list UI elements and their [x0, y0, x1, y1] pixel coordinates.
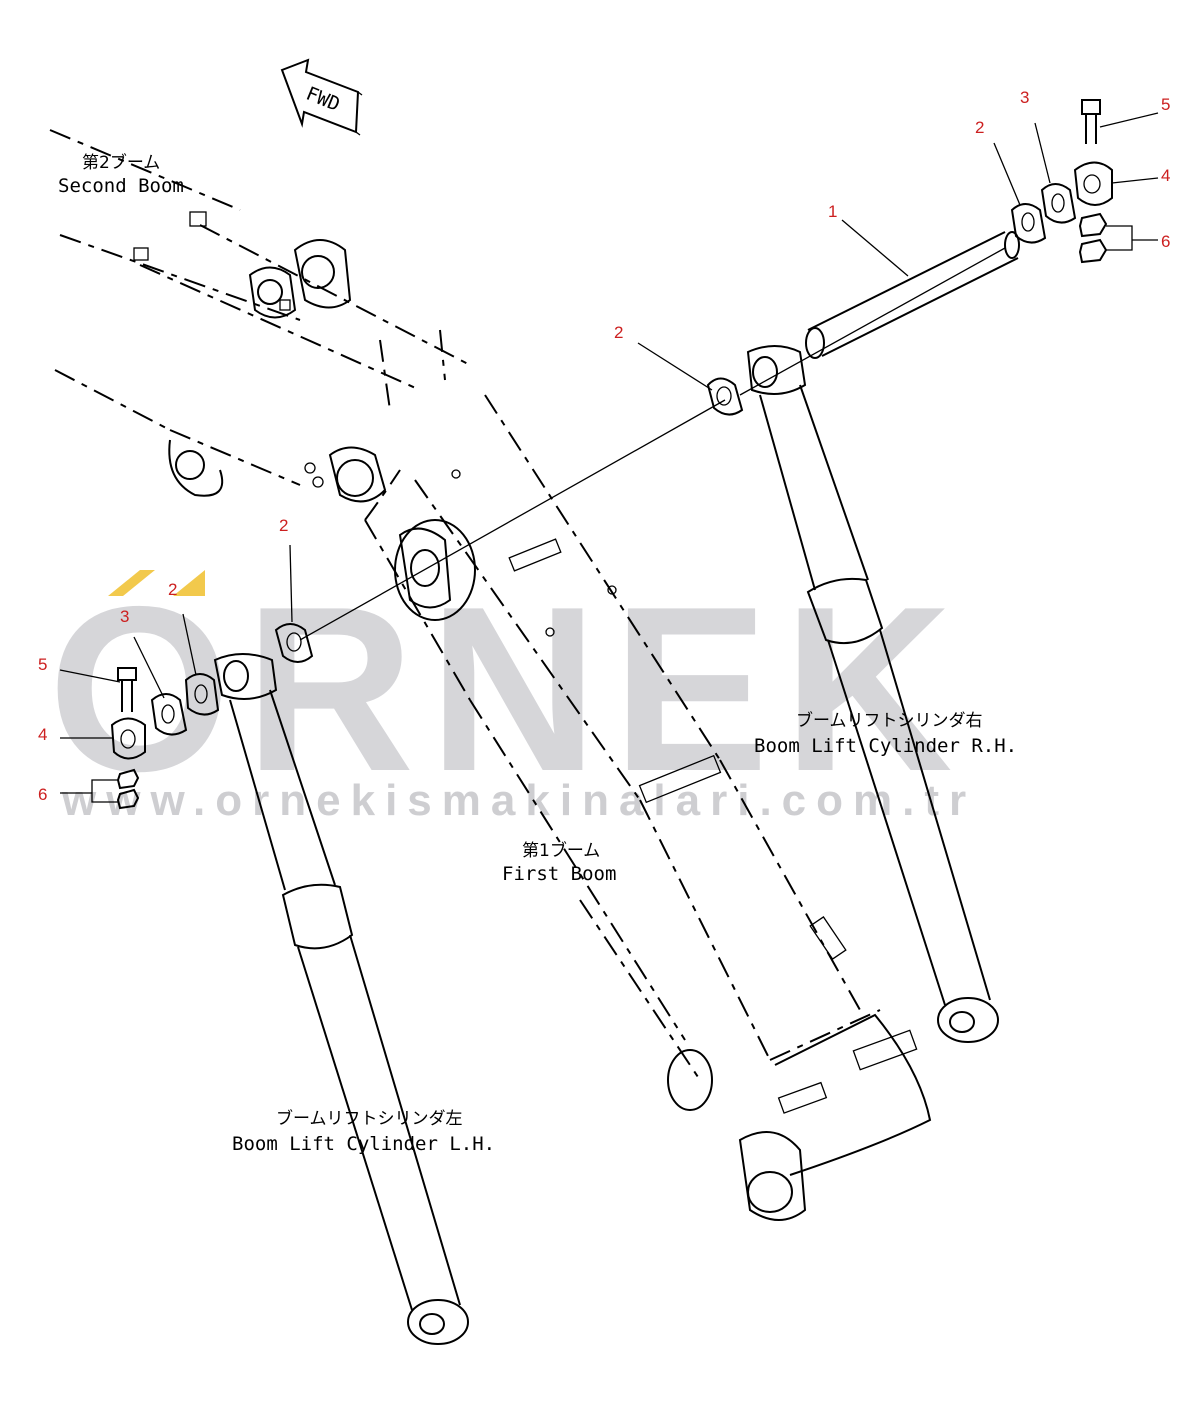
callout-2: 2 [168, 580, 177, 599]
watermark-logo-icon [108, 570, 205, 596]
boom-lift-cylinder-rh [746, 345, 999, 1043]
first-boom-label-jp: 第1ブーム [522, 840, 600, 861]
lift-cylinder-lh-label: Boom Lift Cylinder L.H. [232, 1133, 495, 1155]
watermark-url: www.ornekismakinalari.com.tr [61, 776, 976, 825]
thrust-washer [274, 623, 314, 663]
callout-2: 2 [279, 516, 288, 535]
second-boom-label: Second Boom [58, 175, 184, 197]
callout-4: 4 [38, 725, 47, 744]
callout-6: 6 [38, 785, 47, 804]
fwd-arrow-icon: FWD [280, 58, 363, 136]
lock-plate [1040, 183, 1077, 224]
callout-2: 2 [975, 118, 984, 137]
second-boom-label-jp: 第2ブーム [82, 152, 160, 173]
boom-pin-assembly [110, 99, 1113, 810]
callout-3: 3 [120, 607, 129, 626]
lift-cylinder-lh-label-jp: ブームリフトシリンダ左 [276, 1108, 463, 1129]
callout-6: 6 [1161, 232, 1170, 251]
callout-1: 1 [828, 202, 837, 221]
bolt-icon [1081, 99, 1101, 144]
boom-lift-cylinder-lh [213, 653, 469, 1345]
lift-cylinder-rh-label: Boom Lift Cylinder R.H. [754, 735, 1017, 757]
lock-plate [150, 693, 188, 736]
bolt-icon [117, 667, 137, 712]
callout-5: 5 [1161, 95, 1170, 114]
second-boom [49, 129, 471, 497]
callout-2: 2 [614, 323, 623, 342]
boom-pin [805, 231, 1020, 359]
fwd-label: FWD [303, 83, 343, 116]
callout-5: 5 [38, 655, 47, 674]
thrust-washer [1010, 203, 1047, 244]
callouts: 1 2 3 5 4 6 2 2 2 3 5 4 6 [38, 88, 1170, 804]
thrust-washer [706, 377, 744, 416]
component-labels: 第2ブーム Second Boom 第1ブーム First Boom ブームリフ… [58, 152, 1017, 1155]
nut-icon [1078, 212, 1108, 264]
first-boom-label: First Boom [502, 863, 616, 885]
callout-4: 4 [1161, 166, 1170, 185]
holder [110, 717, 146, 760]
leader-lines [59, 112, 1159, 803]
lower-cylinder-eye [738, 1131, 807, 1221]
callout-3: 3 [1020, 88, 1029, 107]
lift-cylinder-rh-label-jp: ブームリフトシリンダ右 [796, 710, 983, 731]
holder [1073, 161, 1113, 206]
first-boom [304, 394, 932, 1176]
